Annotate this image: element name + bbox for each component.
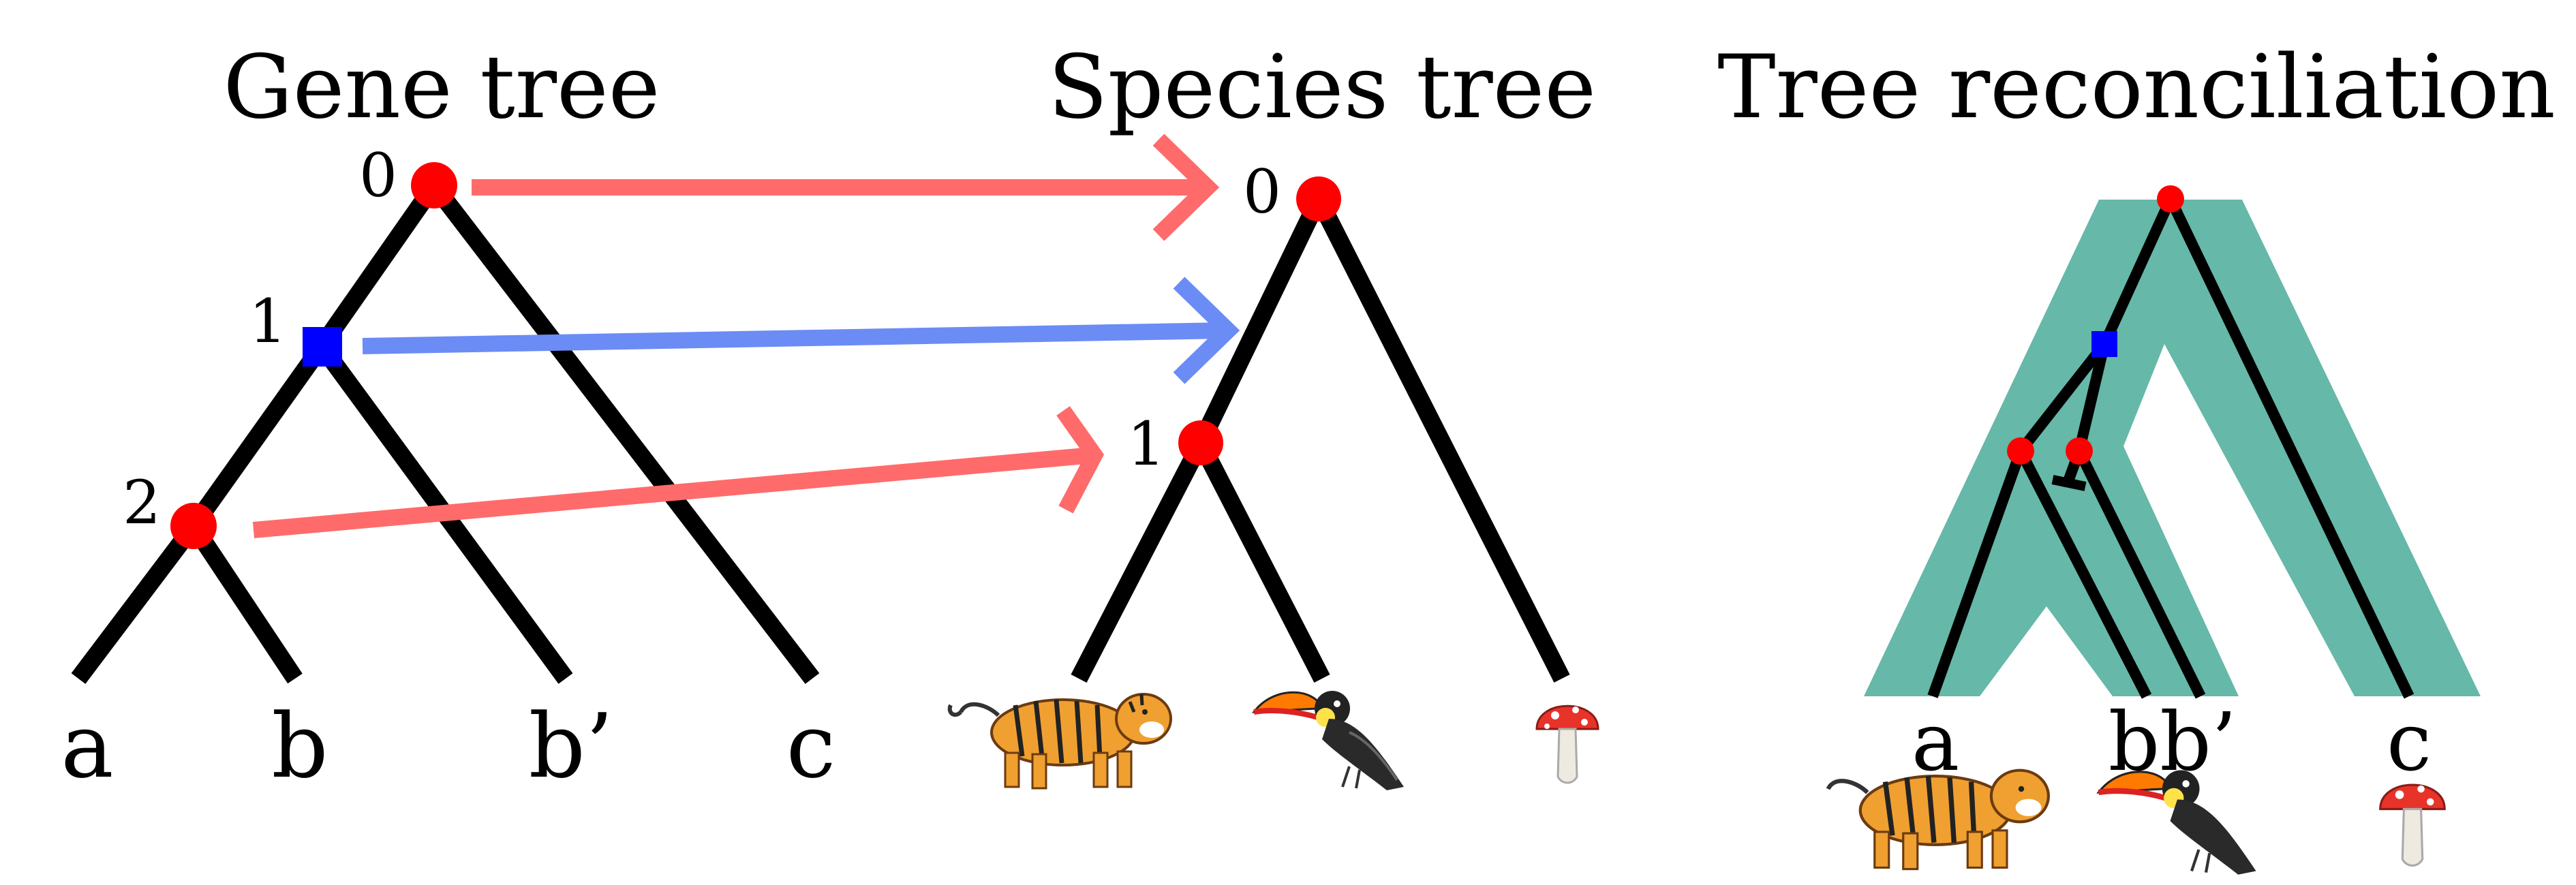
gene-leaf-c: c <box>786 694 836 798</box>
arrow-node-1 <box>362 277 1240 384</box>
reconciliation: a bb’ c <box>1826 185 2481 875</box>
gene-edge-2-b <box>186 521 303 684</box>
species-edge-0-mushroom <box>1310 195 1570 683</box>
recon-node-1-duplication <box>2091 331 2117 357</box>
gene-edge-2-a <box>71 521 201 684</box>
gene-node-0-speciation <box>411 162 457 208</box>
species-tree: 0 1 <box>947 157 1599 790</box>
species-node-1-label: 1 <box>1127 409 1165 479</box>
gene-leaf-a: a <box>61 694 114 798</box>
species-edge-1-toucan <box>1193 439 1330 683</box>
recon-node-2prime-speciation <box>2066 437 2093 465</box>
recon-edge-1-2prime <box>2074 343 2110 452</box>
gene-node-2-speciation <box>170 503 217 549</box>
gene-tree-title: Gene tree <box>224 37 660 138</box>
loss-marker <box>2051 475 2087 491</box>
gene-node-2-label: 2 <box>123 467 161 538</box>
tiger-icon <box>947 693 1172 790</box>
recon-edge-0-c <box>2165 196 2414 699</box>
gene-edge-0-c <box>427 180 820 684</box>
gene-node-0-label: 0 <box>359 140 397 211</box>
mushroom-icon <box>1535 704 1599 784</box>
recon-edge-2-b <box>2015 448 2152 699</box>
recon-toucan-icon <box>2096 770 2256 875</box>
recon-leaf-a: a <box>1912 695 1959 789</box>
recon-tiger-icon <box>1826 768 2050 871</box>
gene-node-1-duplication <box>303 327 342 367</box>
recon-edge-2-a <box>1927 449 2026 698</box>
recon-edge-0-1 <box>2099 196 2176 347</box>
recon-node-2-speciation <box>2007 437 2034 465</box>
gene-leaf-bprime: b’ <box>529 694 614 798</box>
species-tube <box>1864 200 2481 696</box>
gene-tree: 0 1 2 a b b’ c <box>61 140 835 798</box>
species-node-1 <box>1178 420 1223 465</box>
species-tree-title: Species tree <box>1048 37 1596 138</box>
arrow-node-0 <box>472 134 1220 241</box>
reconciliation-title: Tree reconciliation <box>1717 37 2556 138</box>
recon-node-0-speciation <box>2157 185 2184 213</box>
arrow-node-2 <box>252 406 1105 538</box>
recon-edge-1-2 <box>2016 341 2109 454</box>
gene-edge-1-2 <box>186 341 329 531</box>
gene-node-1-label: 1 <box>249 286 287 356</box>
species-node-0-label: 0 <box>1243 157 1281 227</box>
species-node-0 <box>1296 176 1341 221</box>
recon-edge-2prime-bprime <box>2074 448 2206 699</box>
recon-mushroom-icon <box>2379 783 2446 867</box>
gene-edge-0-1 <box>314 180 442 352</box>
recon-leaf-c: c <box>2387 695 2432 789</box>
toucan-icon <box>1251 691 1404 790</box>
gene-leaf-b: b <box>271 694 328 798</box>
species-edge-0-1 <box>1193 195 1327 447</box>
mapping-arrows <box>252 134 1240 538</box>
species-edge-1-tiger <box>1071 439 1209 683</box>
